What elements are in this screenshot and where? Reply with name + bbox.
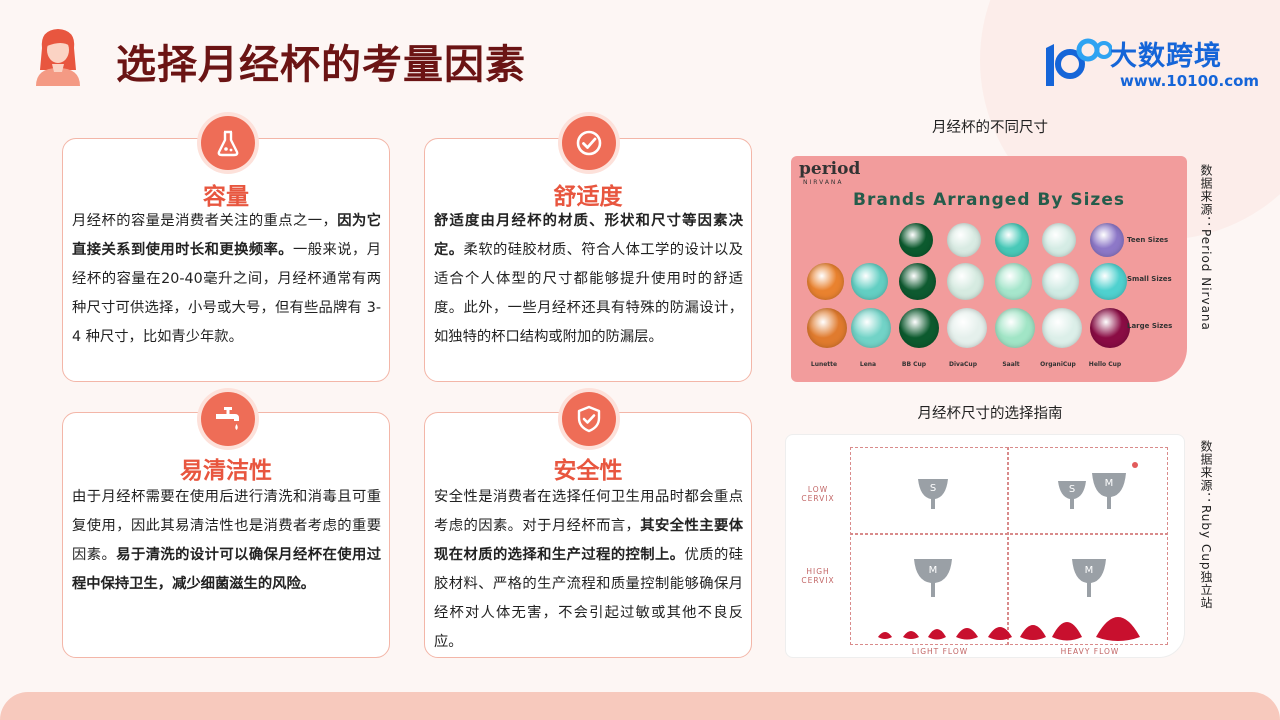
logo-name: 大数跨境 bbox=[1110, 41, 1222, 72]
brand-label: DivaCup bbox=[949, 361, 977, 368]
figure-caption: 月经杯的不同尺寸 bbox=[932, 120, 1048, 136]
cup-image bbox=[899, 308, 939, 348]
logo-url: www.10100.com bbox=[1120, 72, 1260, 90]
card-safety: 安全性 安全性是消费者在选择任何卫生用品时都会重点考虑的因素。对于月经杯而言，其… bbox=[424, 412, 752, 658]
cup-image bbox=[1090, 223, 1124, 257]
figure-source: 数据来源：Period Nirvana bbox=[1199, 164, 1213, 331]
figure-source: 数据来源：Ruby Cup独立站 bbox=[1199, 440, 1213, 610]
grid-dashed-frame bbox=[850, 447, 1168, 645]
brand-logo: 大数跨境 www.10100.com bbox=[1040, 34, 1260, 94]
body-text: 月经杯的容量是消费者关注的重点之一， bbox=[72, 213, 338, 229]
check-circle-icon bbox=[562, 116, 616, 170]
cup-image bbox=[995, 223, 1029, 257]
body-text: 由于月经杯需要在使用后进行清洗和消毒且可重复使用，因此其易清洁性也是消费者考虑的… bbox=[72, 489, 381, 563]
card-title: 舒适度 bbox=[553, 184, 623, 210]
cup-image bbox=[1042, 223, 1076, 257]
cup-image bbox=[1042, 308, 1082, 348]
body-text: 安全性是消费者在选择任何卫生用品时都会重点考虑的因素。对于月经杯而言， bbox=[434, 489, 743, 534]
size-label: M bbox=[1085, 565, 1094, 576]
cup-guide-graphics: S S M M M bbox=[878, 462, 1140, 641]
body-text: 一般来说，月经杯的容量在20-40毫升之间，月经杯通常有两种尺寸可供选择，小号或… bbox=[72, 242, 382, 345]
star-icon bbox=[1132, 462, 1138, 468]
flask-icon bbox=[201, 116, 255, 170]
size-label: S bbox=[1069, 484, 1075, 495]
row-label: Small Sizes bbox=[1127, 275, 1172, 283]
cup-image bbox=[995, 308, 1035, 348]
size-label: M bbox=[1105, 478, 1114, 489]
brand-label: Lena bbox=[859, 361, 877, 368]
grid-dashed-vertical bbox=[1007, 447, 1009, 645]
card-title: 容量 bbox=[203, 184, 249, 210]
figure-brand: period bbox=[799, 159, 861, 179]
shield-check-icon bbox=[562, 392, 616, 446]
size-label: S bbox=[930, 483, 936, 494]
low-cervix-label: LOW CERVIX bbox=[801, 485, 835, 503]
body-text: 柔软的硅胶材质、符合人体工学的设计以及适合个人体型的尺寸都能够提升使用时的舒适度… bbox=[434, 242, 744, 345]
card-body: 月经杯的容量是消费者关注的重点之一，因为它直接关系到使用时长和更换频率。一般来说… bbox=[72, 207, 381, 352]
brand-label: BB Cup bbox=[901, 361, 927, 368]
page-title: 选择月经杯的考量因素 bbox=[116, 42, 526, 88]
cup-image bbox=[851, 308, 891, 348]
card-comfort: 舒适度 舒适度由月经杯的材质、形状和尺寸等因素决定。柔软的硅胶材质、符合人体工学… bbox=[424, 138, 752, 382]
cup-image bbox=[807, 263, 844, 300]
emphasis-text: 其安全性主要体现在材质的选择和生产过程的控制上。 bbox=[434, 518, 744, 563]
row-label: Teen Sizes bbox=[1127, 236, 1169, 244]
figure-title: Brands Arranged By Sizes bbox=[853, 190, 1125, 210]
cup-image bbox=[899, 223, 933, 257]
logo-mark-icon bbox=[1046, 38, 1112, 86]
cup-image bbox=[995, 263, 1032, 300]
card-title: 易清洁性 bbox=[180, 458, 272, 484]
brand-label: OrganiCup bbox=[1040, 361, 1076, 368]
brand-label: Saalt bbox=[1002, 361, 1020, 368]
size-label: M bbox=[929, 565, 938, 576]
cup-image bbox=[1090, 263, 1127, 300]
figure-caption: 月经杯尺寸的选择指南 bbox=[917, 406, 1063, 422]
high-cervix-label: HIGH CERVIX bbox=[801, 567, 835, 585]
cup-size-guide-image: LOW CERVIX HIGH CERVIX LIGHT FLOW HEAVY … bbox=[785, 434, 1185, 658]
footer-band bbox=[0, 692, 1280, 720]
light-flow-label: LIGHT FLOW bbox=[911, 647, 969, 656]
faucet-icon bbox=[201, 392, 255, 446]
emphasis-text: 易于清洗的设计可以确保月经杯在使用过程中保持卫生，减少细菌滋生的风险。 bbox=[72, 547, 382, 592]
figure-brand-sub: NIRVANA bbox=[803, 179, 844, 186]
emphasis-text: 舒适度由月经杯的材质、形状和尺寸等因素决定。 bbox=[434, 213, 743, 258]
emphasis-text: 因为它直接关系到使用时长和更换频率。 bbox=[72, 213, 382, 258]
avatar-icon bbox=[36, 29, 80, 86]
cup-image bbox=[947, 263, 984, 300]
cup-small-icon bbox=[918, 479, 1086, 509]
brand-label: Lunette bbox=[810, 361, 838, 368]
cup-image bbox=[947, 223, 981, 257]
cup-image bbox=[899, 263, 936, 300]
row-label: Large Sizes bbox=[1127, 322, 1173, 330]
card-cleanability: 易清洁性 由于月经杯需要在使用后进行清洗和消毒且可重复使用，因此其易清洁性也是消… bbox=[62, 412, 390, 658]
cup-image bbox=[947, 308, 987, 348]
card-body: 由于月经杯需要在使用后进行清洗和消毒且可重复使用，因此其易清洁性也是消费者考虑的… bbox=[72, 483, 381, 599]
card-body: 舒适度由月经杯的材质、形状和尺寸等因素决定。柔软的硅胶材质、符合人体工学的设计以… bbox=[434, 207, 743, 352]
brand-label: Hello Cup bbox=[1088, 361, 1122, 368]
body-text: 优质的硅胶材料、严格的生产流程和质量控制能够确保月经杯对人体无害，不会引起过敏或… bbox=[434, 547, 744, 650]
card-capacity: 容量 月经杯的容量是消费者关注的重点之一，因为它直接关系到使用时长和更换频率。一… bbox=[62, 138, 390, 382]
card-title: 安全性 bbox=[553, 458, 623, 484]
grid-dashed-horizontal bbox=[850, 533, 1168, 535]
heavy-flow-label: HEAVY FLOW bbox=[1060, 647, 1120, 656]
cup-image bbox=[1042, 263, 1079, 300]
flow-drops bbox=[878, 617, 1140, 641]
cup-medium-icon bbox=[914, 473, 1126, 597]
cup-image bbox=[807, 308, 847, 348]
cup-size-chart-image: period NIRVANA Brands Arranged By Sizes … bbox=[791, 156, 1187, 382]
card-body: 安全性是消费者在选择任何卫生用品时都会重点考虑的因素。对于月经杯而言，其安全性主… bbox=[434, 483, 743, 657]
cup-image bbox=[1090, 308, 1130, 348]
cup-image bbox=[851, 263, 888, 300]
